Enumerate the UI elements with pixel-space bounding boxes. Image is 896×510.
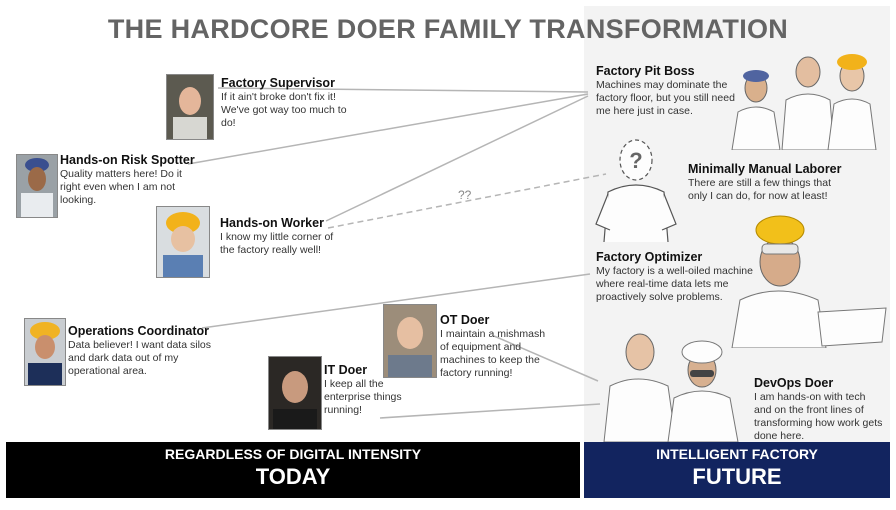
operations-coordinator-photo bbox=[24, 318, 66, 386]
infographic: THE HARDCORE DOER FAMILY TRANSFORMATION … bbox=[6, 6, 890, 498]
operations-coordinator-name: Operations Coordinator bbox=[68, 324, 209, 338]
devops-doer-name: DevOps Doer bbox=[754, 376, 834, 390]
risk-spotter: Hands-on Risk Spotter Quality matters he… bbox=[60, 153, 200, 207]
it-doer-name: IT Doer bbox=[324, 363, 368, 377]
hands-on-worker-name: Hands-on Worker bbox=[220, 216, 324, 230]
person-avatar-icon bbox=[167, 75, 213, 139]
it-doer-desc: I keep all the enterprise things running… bbox=[324, 378, 402, 416]
connector-otdoer-devops bbox=[493, 335, 599, 382]
question-marks-label: ?? bbox=[458, 188, 472, 202]
future-banner-subtitle: INTELLIGENT FACTORY bbox=[656, 446, 818, 462]
hands-on-worker-photo bbox=[156, 206, 210, 278]
factory-optimizer: Factory Optimizer My factory is a well-o… bbox=[596, 250, 766, 304]
devops-team-sketch bbox=[603, 333, 739, 442]
person-avatar-icon bbox=[384, 305, 436, 377]
future-banner-title: FUTURE bbox=[692, 464, 782, 489]
manual-laborer-name: Minimally Manual Laborer bbox=[688, 162, 842, 176]
risk-spotter-name: Hands-on Risk Spotter bbox=[60, 153, 195, 167]
connector-supervisor-pitboss bbox=[217, 87, 589, 93]
connector-lines bbox=[187, 87, 607, 419]
operations-coordinator: Operations Coordinator Data believer! I … bbox=[68, 324, 218, 378]
person-avatar-icon bbox=[269, 357, 321, 429]
operations-coordinator-desc: Data believer! I want data silos and dar… bbox=[68, 339, 211, 377]
devops-doer-desc: I am hands-on with tech and on the front… bbox=[754, 391, 883, 442]
devops-doer: DevOps Doer I am hands-on with tech and … bbox=[754, 376, 884, 443]
it-doer-photo bbox=[268, 356, 322, 430]
hands-on-worker-desc: I know my little corner of the factory r… bbox=[220, 231, 334, 256]
connector-riskspotter-pitboss bbox=[187, 93, 589, 165]
factory-supervisor-name: Factory Supervisor bbox=[221, 76, 335, 90]
person-avatar-icon bbox=[25, 319, 65, 385]
factory-supervisor-photo bbox=[166, 74, 214, 140]
person-avatar-icon bbox=[17, 155, 57, 217]
connector-worker-pitboss bbox=[325, 95, 589, 222]
connector-itdoer-devops bbox=[379, 403, 601, 419]
today-banner: REGARDLESS OF DIGITAL INTENSITY TODAY bbox=[6, 442, 580, 498]
manual-laborer-sketch: ? bbox=[595, 139, 677, 242]
factory-supervisor-desc: If it ain't broke don't fix it! We've go… bbox=[221, 91, 347, 129]
factory-optimizer-sketch bbox=[731, 215, 887, 348]
future-banner: INTELLIGENT FACTORY FUTURE bbox=[584, 442, 890, 498]
factory-optimizer-name: Factory Optimizer bbox=[596, 250, 703, 264]
factory-pit-boss-name: Factory Pit Boss bbox=[596, 64, 695, 78]
factory-supervisor: Factory Supervisor If it ain't broke don… bbox=[221, 76, 351, 130]
today-banner-subtitle: REGARDLESS OF DIGITAL INTENSITY bbox=[164, 446, 422, 462]
ot-doer-desc: I maintain a mishmash of equipment and m… bbox=[440, 328, 546, 379]
risk-spotter-photo bbox=[16, 154, 58, 218]
factory-pit-boss-desc: Machines may dominate the factory floor,… bbox=[596, 79, 735, 117]
page-title: THE HARDCORE DOER FAMILY TRANSFORMATION bbox=[107, 14, 789, 44]
risk-spotter-desc: Quality matters here! Do it right even w… bbox=[60, 168, 182, 206]
ot-doer-name: OT Doer bbox=[440, 313, 490, 327]
person-avatar-icon bbox=[157, 207, 209, 277]
factory-pit-boss: Factory Pit Boss Machines may dominate t… bbox=[596, 64, 736, 118]
connector-worker-laborer bbox=[327, 173, 607, 229]
connector-coordinator-optimizer bbox=[201, 273, 591, 329]
it-doer: IT Doer I keep all the enterprise things… bbox=[324, 363, 404, 417]
manual-laborer-desc: There are still a few things that only I… bbox=[688, 177, 831, 202]
hands-on-worker: Hands-on Worker I know my little corner … bbox=[220, 216, 335, 257]
ot-doer: OT Doer I maintain a mishmash of equipme… bbox=[440, 313, 552, 380]
today-banner-title: TODAY bbox=[255, 464, 331, 489]
pit-boss-team-sketch bbox=[731, 54, 877, 150]
ot-doer-photo bbox=[383, 304, 437, 378]
unknown-face-icon: ? bbox=[629, 148, 642, 173]
minimally-manual-laborer: Minimally Manual Laborer There are still… bbox=[688, 162, 848, 203]
factory-optimizer-desc: My factory is a well-oiled machine where… bbox=[596, 265, 753, 303]
